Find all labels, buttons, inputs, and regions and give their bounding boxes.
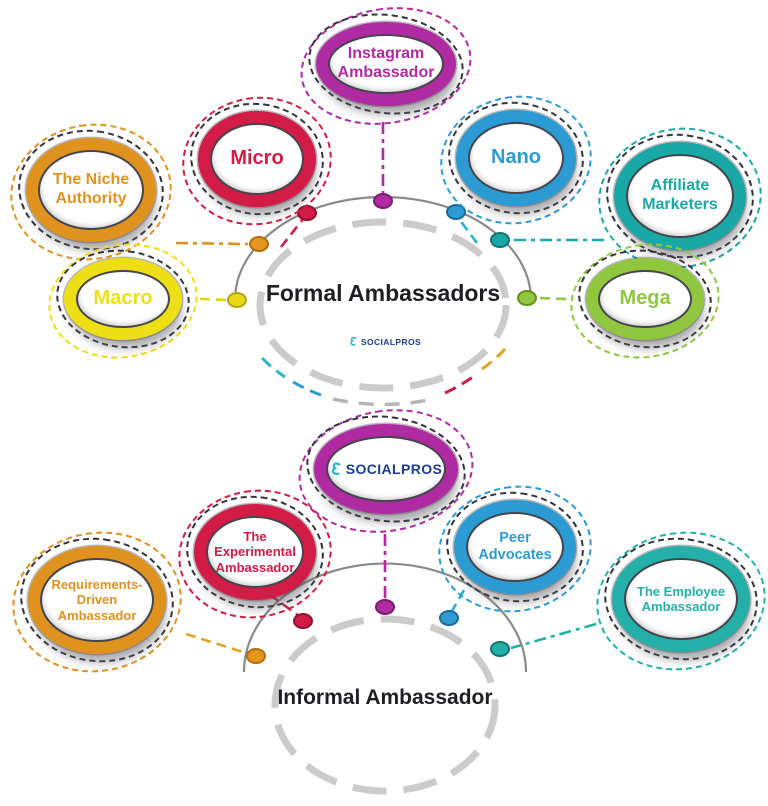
node-ring: The Experimental Ambassador — [194, 504, 316, 600]
node-macro: Macro — [40, 232, 206, 370]
socialpros-logo: SOCIALPROS — [330, 461, 443, 477]
node-instagram-ambassador: Instagram Ambassador — [291, 0, 481, 137]
node-label: The Niche Authority — [52, 171, 130, 207]
node-ring: Micro — [198, 111, 316, 207]
node-requirements-driven-ambassador: Requirements-Driven Ambassador — [2, 519, 192, 685]
node-label: The Employee Ambassador — [636, 583, 726, 614]
node-micro: Micro — [172, 86, 342, 236]
node-affiliate-marketers: Affiliate Marketers — [588, 116, 768, 280]
node-experimental-ambassador: The Experimental Ambassador — [168, 478, 342, 630]
node-niche-authority: The Niche Authority — [0, 112, 182, 272]
socialpros-icon — [331, 462, 341, 475]
logo-text: SOCIALPROS — [360, 336, 422, 347]
informal-ambassador-hub-label: Informal Ambassador — [277, 686, 493, 709]
node-ring: Affiliate Marketers — [614, 142, 746, 250]
node-socialpros: SOCIALPROS — [289, 396, 483, 546]
node-ring: Mega — [586, 258, 704, 340]
node-ring: Macro — [64, 258, 182, 340]
node-ring: Nano — [456, 110, 576, 206]
logo-text: SOCIALPROS — [345, 461, 443, 477]
node-ring: The Employee Ambassador — [612, 546, 750, 652]
node-label: Affiliate Marketers — [642, 177, 718, 213]
node-label: The Experimental Ambassador — [214, 529, 296, 575]
node-ring: Requirements-Driven Ambassador — [28, 546, 166, 654]
node-label: Peer Advocates — [478, 529, 552, 563]
node-ring: Instagram Ambassador — [316, 22, 456, 106]
node-label: Mega — [619, 287, 671, 310]
node-ring: Peer Advocates — [454, 500, 576, 594]
node-label: Micro — [230, 147, 284, 170]
node-ring: SOCIALPROS — [314, 424, 458, 514]
node-nano: Nano — [430, 84, 602, 236]
node-label: Nano — [491, 146, 541, 169]
node-label: Instagram Ambassador — [337, 45, 435, 81]
socialpros-logo-small: SOCIALPROS — [333, 336, 437, 347]
socialpros-icon — [350, 336, 357, 346]
node-label: Requirements-Driven Ambassador — [51, 577, 143, 623]
node-mega: Mega — [562, 232, 728, 370]
node-label: Macro — [93, 287, 153, 310]
formal-ambassadors-hub-label: Formal Ambassadors — [265, 280, 501, 306]
node-employee-ambassador: The Employee Ambassador — [586, 519, 768, 683]
node-peer-advocates: Peer Advocates — [429, 474, 601, 624]
node-ring: The Niche Authority — [26, 138, 156, 242]
